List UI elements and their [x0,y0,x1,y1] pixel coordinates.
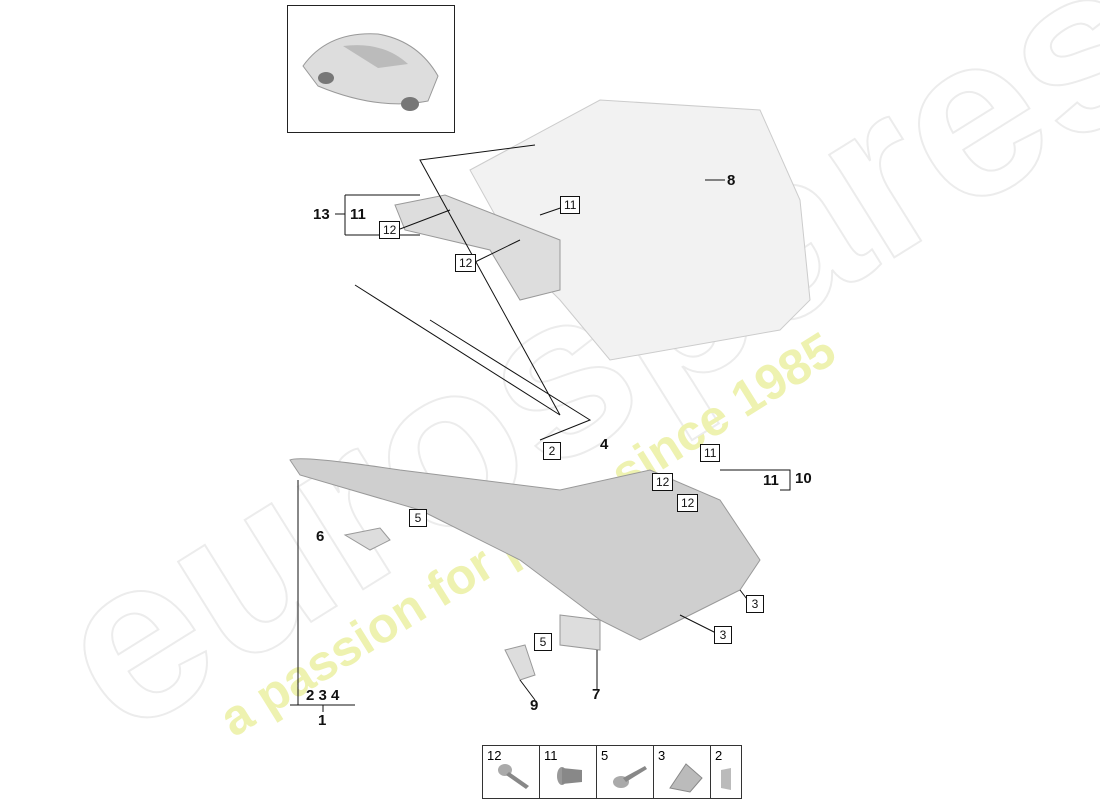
callout-box-12: 12 [652,473,674,491]
callout-13: 13 [313,206,330,223]
callout-8: 8 [727,172,736,189]
legend-item: 12 [483,746,540,798]
clip-nut-icon [669,763,703,793]
legend-label: 5 [601,748,609,763]
callout-4: 4 [600,436,609,453]
callout-6: 6 [316,528,325,545]
screw-flange-icon [498,764,529,789]
callout-box-12: 12 [379,221,401,239]
callout-1: 1 [318,712,327,729]
tapping-screw-icon [613,766,647,788]
fastener-legend: 12 11 5 3 2 [482,745,742,799]
callout-11-group: 11 [350,206,366,223]
callout-box-5: 5 [534,633,552,651]
callout-box-3: 3 [746,595,764,613]
callout-2-3-4: 2 3 4 [306,687,340,704]
cover-part [504,644,536,681]
frame-part [559,614,601,651]
callout-box-11: 11 [560,196,581,214]
callout-7: 7 [592,686,601,703]
callout-box-2: 2 [543,442,561,460]
bracket-part [394,194,561,301]
callout-box-12: 12 [455,254,477,272]
legend-label: 12 [487,748,502,763]
callout-box-5: 5 [409,509,427,527]
car-icon [302,33,439,111]
callout-11: 11 [763,472,779,489]
side-trim-panel [289,458,761,641]
legend-item: 3 [654,746,711,798]
legend-label: 2 [715,748,723,763]
callout-9: 9 [530,697,539,714]
callout-box-3: 3 [714,626,732,644]
expanding-rivet-icon [557,767,582,785]
callout-box-12: 12 [677,494,699,512]
legend-label: 3 [658,748,666,763]
callout-box-11: 11 [700,444,721,462]
clip-icon [721,768,731,790]
legend-label: 11 [544,748,558,763]
vehicle-thumbnail [287,5,455,133]
legend-item: 5 [597,746,654,798]
light-part [343,527,391,551]
legend-item: 11 [540,746,597,798]
legend-item: 2 [711,746,741,798]
callout-10: 10 [795,470,812,487]
